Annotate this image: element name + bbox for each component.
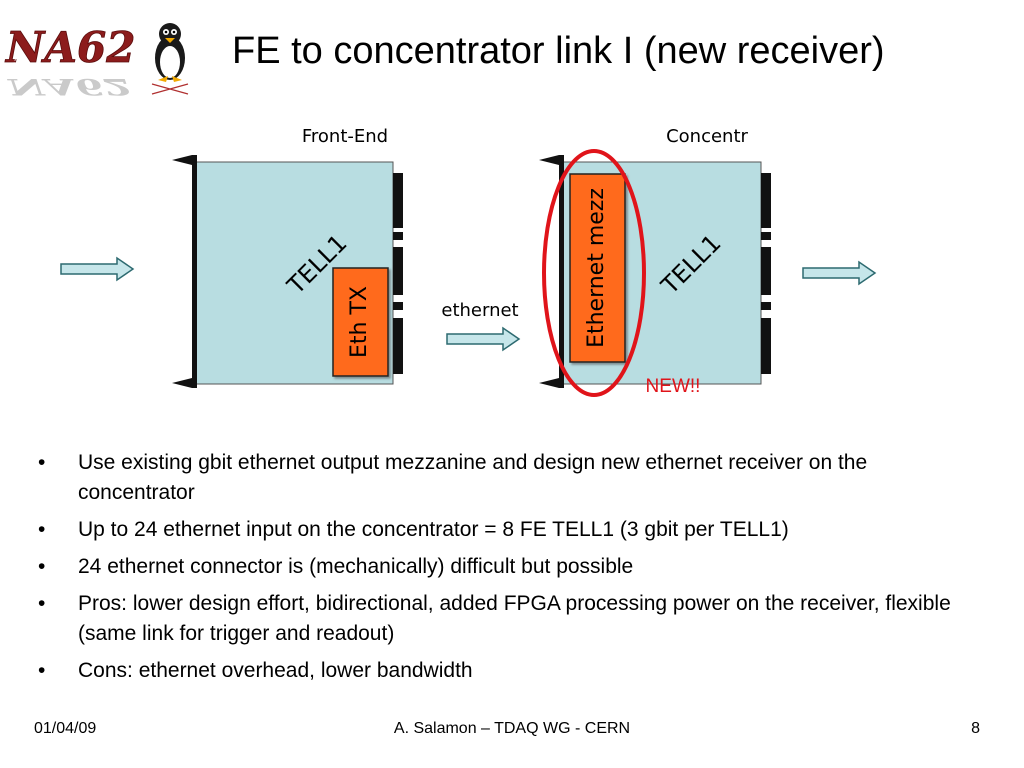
logo-text: NA62 bbox=[4, 23, 135, 72]
fe-eth-tx-mezzanine: Eth TX bbox=[332, 267, 389, 377]
front-end-label: Front-End bbox=[302, 126, 388, 147]
bullet-text: Up to 24 ethernet input on the concentra… bbox=[78, 518, 789, 541]
slide-title: FE to concentrator link I (new receiver) bbox=[232, 30, 885, 72]
input-arrow bbox=[60, 256, 135, 282]
bullet-text: 24 ethernet connector is (mechanically) … bbox=[78, 555, 634, 578]
conc-mezz-label: Ethernet mezz bbox=[584, 188, 609, 348]
bullet-item: • Use existing gbit ethernet output mezza… bbox=[38, 448, 988, 508]
bullet-dot: • bbox=[38, 592, 46, 615]
logo-reflection: NA62 bbox=[7, 74, 131, 97]
link-diagram: Front-End Concentr TELL1 Eth TX ethernet bbox=[60, 126, 877, 397]
fe-mezz-label: Eth TX bbox=[347, 286, 372, 358]
bullet-item: • Pros: lower design effort, bidirectiona… bbox=[38, 589, 988, 649]
bullet-list: • Use existing gbit ethernet output mezza… bbox=[38, 448, 988, 693]
new-label: NEW!! bbox=[646, 376, 701, 397]
bullet-dot: • bbox=[38, 659, 46, 682]
bullet-dot: • bbox=[38, 451, 46, 474]
footer-date: 01/04/09 bbox=[34, 720, 97, 737]
ethernet-mezzanine: Ethernet mezz bbox=[569, 173, 626, 363]
penguin-icon bbox=[151, 23, 189, 95]
bullet-text: Use existing gbit ethernet output mezzan… bbox=[78, 451, 868, 504]
ethernet-link-arrow bbox=[446, 326, 521, 352]
bullet-text: Pros: lower design effort, bidirectional… bbox=[78, 592, 951, 645]
bullet-dot: • bbox=[38, 555, 46, 578]
page-number: 8 bbox=[971, 720, 980, 737]
output-arrow bbox=[802, 260, 877, 286]
bullet-item: • 24 ethernet connector is (mechanically)… bbox=[38, 552, 988, 582]
bullet-text: Cons: ethernet overhead, lower bandwidth bbox=[78, 659, 473, 682]
ethernet-link-label: ethernet bbox=[441, 300, 518, 321]
bullet-item: • Up to 24 ethernet input on the concentr… bbox=[38, 515, 988, 545]
na62-logo: NA62 NA62 P326 bbox=[4, 23, 189, 97]
svg-text:NA62: NA62 bbox=[7, 74, 131, 97]
highlight-ellipse bbox=[542, 149, 646, 397]
bullet-item: • Cons: ethernet overhead, lower bandwidt… bbox=[38, 656, 988, 686]
concentrator-label: Concentr bbox=[666, 126, 748, 147]
bullet-dot: • bbox=[38, 518, 46, 541]
footer-author: A. Salamon – TDAQ WG - CERN bbox=[393, 720, 631, 737]
